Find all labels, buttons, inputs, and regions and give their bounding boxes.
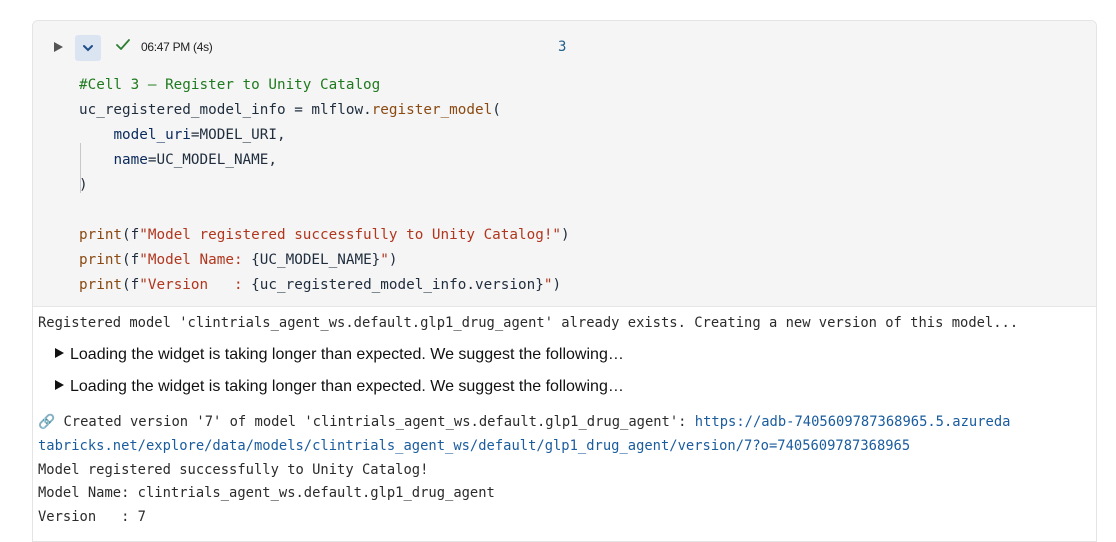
notebook-cell[interactable]: 06:47 PM (4s) 3 #Cell 3 — Register to Un… xyxy=(32,20,1097,542)
code-print-2: print(f"Model Name: {UC_MODEL_NAME}") xyxy=(79,252,398,268)
output-registered-line: Registered model 'clintrials_agent_ws.de… xyxy=(38,315,1019,331)
model-version-link[interactable]: https://adb-7405609787368965.5.azureda xyxy=(694,414,1011,430)
code-line-3: model_uri=MODEL_URI, xyxy=(113,127,286,143)
code-editor[interactable]: 06:47 PM (4s) 3 #Cell 3 — Register to Un… xyxy=(33,21,1096,307)
run-time: 06:47 PM (4s) xyxy=(141,40,213,54)
cell-output: Registered model 'clintrials_agent_ws.de… xyxy=(33,307,1096,541)
code-content[interactable]: #Cell 3 — Register to Unity Catalog uc_r… xyxy=(79,73,570,298)
cell-number: 3 xyxy=(558,39,567,55)
output-model-name-line: Model Name: clintrials_agent_ws.default.… xyxy=(38,485,495,501)
check-icon xyxy=(116,39,130,50)
chevron-down-icon xyxy=(83,45,93,52)
output-version-line: Version : 7 xyxy=(38,509,146,525)
collapse-button[interactable] xyxy=(75,35,101,61)
code-print-1: print(f"Model registered successfully to… xyxy=(79,227,570,243)
widget-loading-2[interactable]: Loading the widget is taking longer than… xyxy=(55,378,624,396)
model-version-link-continued[interactable]: tabricks.net/explore/data/models/clintri… xyxy=(38,438,911,454)
indent-guide xyxy=(80,143,81,193)
code-line-2: uc_registered_model_info = mlflow.regist… xyxy=(79,102,501,118)
output-created-line: 🔗 Created version '7' of model 'clintria… xyxy=(38,414,1011,430)
code-line-5: ) xyxy=(79,177,88,193)
widget-loading-1[interactable]: Loading the widget is taking longer than… xyxy=(55,346,624,364)
link-icon: 🔗 xyxy=(38,414,56,430)
code-print-3: print(f"Version : {uc_registered_model_i… xyxy=(79,277,562,293)
play-icon[interactable] xyxy=(54,42,63,52)
output-link-continued: tabricks.net/explore/data/models/clintri… xyxy=(38,438,910,454)
expand-triangle-icon xyxy=(55,380,64,390)
output-success-line: Model registered successfully to Unity C… xyxy=(38,462,429,478)
code-comment: #Cell 3 — Register to Unity Catalog xyxy=(79,77,381,93)
code-line-4: name=UC_MODEL_NAME, xyxy=(113,152,277,168)
cell-toolbar: 06:47 PM (4s) 3 xyxy=(33,21,1096,73)
expand-triangle-icon xyxy=(55,348,64,358)
